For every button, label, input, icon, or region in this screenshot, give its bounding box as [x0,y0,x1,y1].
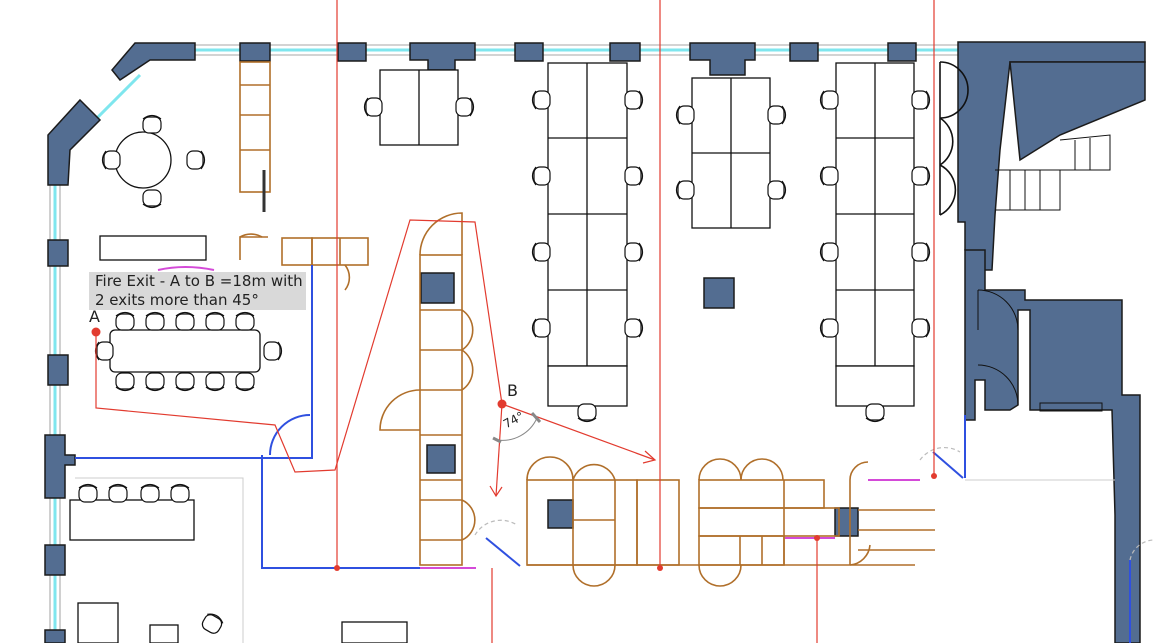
chair [819,90,839,110]
chair [911,318,931,338]
chair [145,372,165,392]
joinery [239,61,935,587]
chair [170,483,190,503]
chair [94,341,114,361]
chair [531,90,551,110]
chair [263,341,283,361]
chair [186,150,206,170]
chair [624,318,644,338]
walls [44,41,1146,643]
chair [145,311,165,331]
staircase [977,134,1111,412]
chairs [78,90,931,634]
desk-clusters [69,62,915,643]
chair [205,311,225,331]
chair [235,372,255,392]
chair [142,189,162,209]
chair [624,90,644,110]
chair [911,90,931,110]
chair [175,372,195,392]
chair [531,318,551,338]
chair [911,242,931,262]
point-b-marker [497,399,507,409]
fire-exit-annotation: Fire Exit - A to B =18m with 2 exits mor… [95,272,303,310]
doors-right [939,61,969,216]
chair [531,166,551,186]
chair [865,403,885,423]
chair [819,318,839,338]
chair [142,114,162,134]
chair [819,242,839,262]
chair [624,242,644,262]
glazed-partitions [75,265,1156,643]
chair [235,311,255,331]
chair [205,372,225,392]
chair [577,403,597,423]
chair [363,97,383,117]
chair [101,150,121,170]
chair [455,97,475,117]
chair [819,166,839,186]
chair [624,166,644,186]
chair [175,311,195,331]
chair [201,613,224,634]
chair [675,105,695,125]
chair [78,483,98,503]
chair [767,180,787,200]
annotation-line-2: 2 exits more than 45° [95,291,259,309]
chair [108,483,128,503]
fire-route [91,0,937,643]
annotation-line-1: Fire Exit - A to B =18m with [95,272,303,290]
columns [420,272,859,537]
chair [140,483,160,503]
chair [675,180,695,200]
chair [767,105,787,125]
point-a-label: A [89,307,100,326]
annotation-box [89,272,306,310]
chair [911,166,931,186]
point-a-marker [91,327,101,337]
chair [115,311,135,331]
point-b-label: B [507,381,518,400]
chair [531,242,551,262]
chair [115,372,135,392]
